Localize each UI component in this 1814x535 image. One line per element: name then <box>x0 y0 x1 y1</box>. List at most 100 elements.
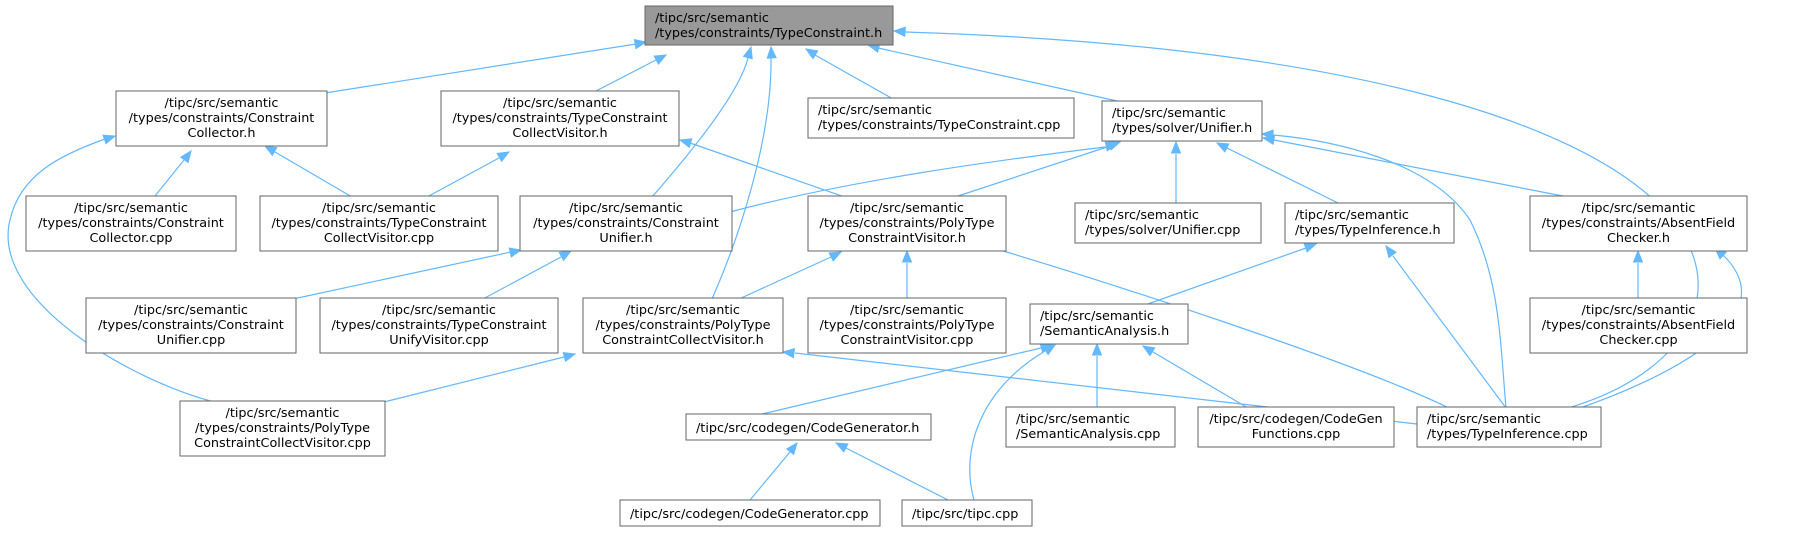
node-constraintunifier-cpp-line-1: /tipc/src/semantic <box>134 303 248 318</box>
edge-cc_cpp-to-cc_h <box>154 149 192 197</box>
node-typeconstraintcollectvisitor-h-line-3: CollectVisitor.h <box>512 126 607 141</box>
node-typeconstraintcollectvisitor-cpp-line-2: /types/constraints/TypeConstraint <box>271 216 486 231</box>
edge-line <box>749 451 791 501</box>
edge-line <box>1392 255 1507 409</box>
node-codegenfunctions-cpp-line-1: /tipc/src/codegen/CodeGen <box>1209 412 1382 427</box>
edge-line <box>274 151 353 198</box>
node-typeinference-cpp-line-2: /types/TypeInference.cpp <box>1427 427 1588 442</box>
edge-line <box>1144 247 1307 306</box>
edge-cg_cpp-to-cg_h <box>749 441 798 501</box>
arrowhead-icon <box>804 48 819 60</box>
node-semanticanalysis-cpp-line-1: /tipc/src/semantic <box>1016 412 1130 427</box>
arrowhead-icon <box>1141 345 1156 357</box>
node-codegenfunctions-cpp[interactable]: /tipc/src/codegen/CodeGen Functions.cpp <box>1197 406 1395 448</box>
edge-tccv_cpp-to-tccv_h <box>426 151 511 198</box>
arrowhead-icon <box>263 145 278 157</box>
arrowhead-icon <box>633 38 648 50</box>
edge-line <box>1273 139 1569 198</box>
arrowhead-icon <box>653 54 668 65</box>
edge-line <box>651 57 749 198</box>
arrowhead-icon <box>1170 140 1182 154</box>
node-typeconstraintcollectvisitor-h[interactable]: /tipc/src/semantic /types/constraints/Ty… <box>440 90 680 147</box>
node-semanticanalysis-h-line-2: /SemanticAnalysis.h <box>1040 324 1169 339</box>
edge-ti_h-to-unifier_h <box>1215 142 1341 205</box>
node-typeconstraintunifyvisitor-cpp-line-3: UnifyVisitor.cpp <box>389 333 488 348</box>
node-polytypeconstraintvisitor-h[interactable]: /tipc/src/semantic /types/constraints/Po… <box>807 195 1007 252</box>
edge-line <box>689 142 1450 409</box>
arrowhead-icon <box>1215 142 1230 153</box>
node-constraintcollector-h[interactable]: /tipc/src/semantic /types/constraints/Co… <box>115 90 328 147</box>
arrowhead-icon <box>766 45 777 59</box>
node-typeconstraintunifyvisitor-cpp-line-2: /types/constraints/TypeConstraint <box>331 318 546 333</box>
arrowhead-icon <box>496 151 511 163</box>
node-codegenerator-h-line-1: /tipc/src/codegen/CodeGenerator.h <box>696 421 919 436</box>
node-constraintcollector-h-line-3: Collector.h <box>188 126 256 141</box>
node-constraintunifier-cpp-line-2: /types/constraints/Constraint <box>98 318 284 333</box>
node-typeconstraint-h[interactable]: /tipc/src/semantic /types/constraints/Ty… <box>644 5 894 46</box>
node-absentfieldchecker-h-line-2: /types/constraints/AbsentField <box>1542 216 1735 231</box>
node-absentfieldchecker-cpp-line-1: /tipc/src/semantic <box>1582 303 1696 318</box>
node-absentfieldchecker-h[interactable]: /tipc/src/semantic /types/constraints/Ab… <box>1529 195 1748 252</box>
node-absentfieldchecker-cpp[interactable]: /tipc/src/semantic /types/constraints/Ab… <box>1529 297 1748 354</box>
node-typeconstraint-cpp[interactable]: /tipc/src/semantic /types/constraints/Ty… <box>807 97 1075 139</box>
edge-line <box>761 347 1042 415</box>
node-constraintcollector-cpp-line-1: /tipc/src/semantic <box>74 201 188 216</box>
node-polytypeconstraintvisitor-cpp[interactable]: /tipc/src/semantic /types/constraints/Po… <box>807 297 1007 354</box>
edge-line <box>814 54 894 100</box>
arrowhead-icon <box>781 348 795 359</box>
edge-tipc_cpp-to-cg_h <box>834 442 949 501</box>
edge-line <box>595 59 657 92</box>
node-polytypeconstraintcollectvisitor-h[interactable]: /tipc/src/semantic /types/constraints/Po… <box>582 297 784 354</box>
edge-line <box>954 145 1111 198</box>
edge-ti_cpp-to-tccv_h <box>678 138 1450 409</box>
edge-line <box>1272 134 1507 409</box>
node-typeconstraintunifyvisitor-cpp-line-1: /tipc/src/semantic <box>382 303 496 318</box>
node-tipc-cpp-line-1: /tipc/src/tipc.cpp <box>912 507 1018 522</box>
node-typeconstraintcollectvisitor-cpp[interactable]: /tipc/src/semantic /types/constraints/Ty… <box>259 195 499 252</box>
node-absentfieldchecker-cpp-line-3: Checker.cpp <box>1599 333 1677 348</box>
node-semanticanalysis-h[interactable]: /tipc/src/semantic /SemanticAnalysis.h <box>1029 303 1189 345</box>
edge-ti_cpp-to-unifier_h <box>1260 129 1507 409</box>
node-constraintunifier-h[interactable]: /tipc/src/semantic /types/constraints/Co… <box>519 195 733 252</box>
edge-cu_h-to-root <box>651 45 753 198</box>
node-typeinference-h[interactable]: /tipc/src/semantic /types/TypeInference.… <box>1284 202 1455 244</box>
node-polytypeconstraintcollectvisitor-cpp-line-2: /types/constraints/PolyType <box>195 421 370 436</box>
node-unifier-h[interactable]: /tipc/src/semantic /types/solver/Unifier… <box>1101 100 1263 142</box>
node-constraintcollector-cpp[interactable]: /tipc/src/semantic /types/constraints/Co… <box>25 195 237 252</box>
node-constraintcollector-cpp-line-3: Collector.cpp <box>89 231 172 246</box>
edge-line <box>1226 147 1341 205</box>
node-semanticanalysis-h-line-1: /tipc/src/semantic <box>1040 309 1154 324</box>
arrowhead-icon <box>785 441 798 456</box>
node-semanticanalysis-cpp-line-2: /SemanticAnalysis.cpp <box>1016 427 1160 442</box>
node-polytypeconstraintvisitor-h-line-1: /tipc/src/semantic <box>850 201 964 216</box>
arrowhead-icon <box>678 138 693 149</box>
node-polytypeconstraintcollectvisitor-h-line-1: /tipc/src/semantic <box>626 303 740 318</box>
node-semanticanalysis-cpp[interactable]: /tipc/src/semantic /SemanticAnalysis.cpp <box>1005 406 1176 448</box>
node-constraintcollector-h-line-2: /types/constraints/Constraint <box>129 111 315 126</box>
edge-ti_cpp-to-ti_h <box>1385 244 1507 409</box>
arrowhead-icon <box>828 251 843 262</box>
node-tipc-cpp[interactable]: /tipc/src/tipc.cpp <box>901 499 1033 527</box>
edge-sa_cpp-to-sa_h <box>1091 342 1103 407</box>
edge-tc_cpp-to-root <box>804 48 894 100</box>
edge-ptccv_h-to-ptcv_h <box>738 251 843 300</box>
arrowhead-icon <box>508 247 523 258</box>
node-codegenerator-cpp-line-1: /tipc/src/codegen/CodeGenerator.cpp <box>630 507 869 522</box>
arrowhead-icon <box>1091 342 1103 356</box>
node-polytypeconstraintcollectvisitor-cpp[interactable]: /tipc/src/semantic /types/constraints/Po… <box>179 400 386 457</box>
node-polytypeconstraintvisitor-cpp-line-1: /tipc/src/semantic <box>850 303 964 318</box>
node-polytypeconstraintcollectvisitor-h-line-2: /types/constraints/PolyType <box>596 318 771 333</box>
arrowhead-icon <box>892 26 906 37</box>
node-polytypeconstraintvisitor-cpp-line-2: /types/constraints/PolyType <box>820 318 995 333</box>
node-codegenfunctions-cpp-line-2: Functions.cpp <box>1252 427 1340 442</box>
node-codegenerator-h[interactable]: /tipc/src/codegen/CodeGenerator.h <box>685 413 932 441</box>
node-typeconstraintunifyvisitor-cpp[interactable]: /tipc/src/semantic /types/constraints/Ty… <box>319 297 559 354</box>
node-unifier-cpp[interactable]: /tipc/src/semantic /types/solver/Unifier… <box>1074 202 1262 244</box>
edge-line <box>1152 351 1249 409</box>
node-typeinference-cpp[interactable]: /tipc/src/semantic /types/TypeInference.… <box>1416 406 1602 448</box>
edge-cgf_cpp-to-sa_h <box>1141 345 1249 409</box>
node-constraintunifier-cpp[interactable]: /tipc/src/semantic /types/constraints/Co… <box>85 297 297 354</box>
edge-line <box>711 57 772 300</box>
node-codegenerator-cpp[interactable]: /tipc/src/codegen/CodeGenerator.cpp <box>619 499 881 527</box>
edge-line <box>324 43 637 94</box>
